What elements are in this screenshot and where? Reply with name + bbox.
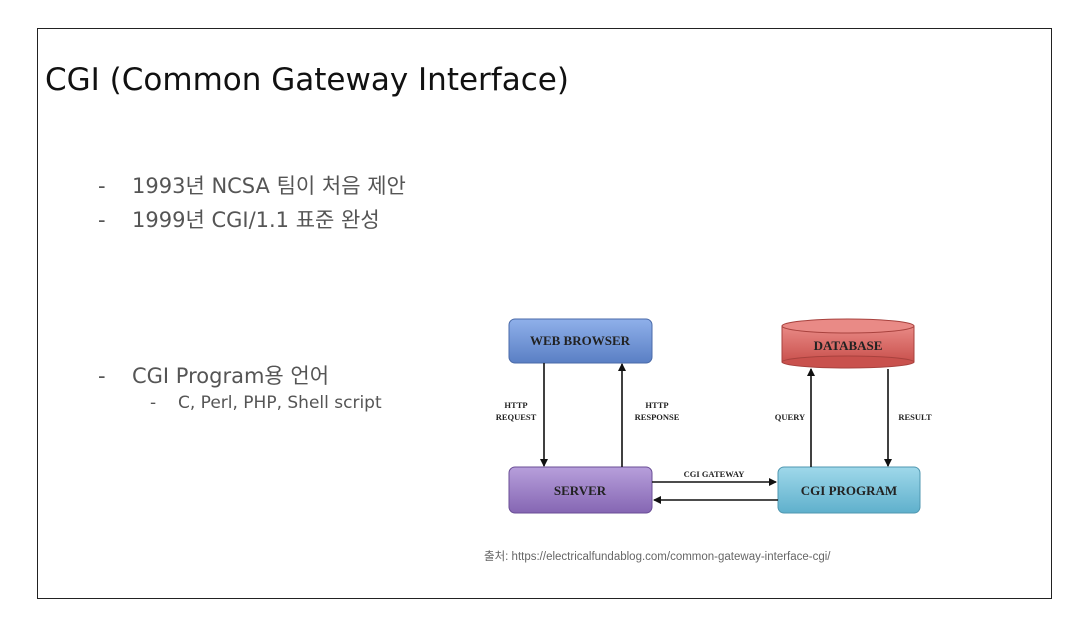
bullet-text: 1999년 CGI/1.1 표준 완성 xyxy=(132,208,380,232)
cgi-gateway-label: CGI GATEWAY xyxy=(684,469,745,479)
bullet-languages: - CGI Program용 언어 xyxy=(98,360,329,390)
http-response-label-line2: RESPONSE xyxy=(635,412,680,422)
bullet-dash: - xyxy=(98,208,106,232)
web-browser-label: WEB BROWSER xyxy=(530,333,631,348)
cgi-program-node: CGI PROGRAM xyxy=(777,466,921,514)
bullet-text: CGI Program용 언어 xyxy=(132,364,330,388)
bullet-dash: - xyxy=(98,364,106,388)
http-request-label-line1: HTTP xyxy=(504,400,527,410)
bullet-1993: - 1993년 NCSA 팀이 처음 제안 xyxy=(98,170,406,200)
source-caption: 출처: https://electricalfundablog.com/comm… xyxy=(484,551,831,563)
http-response-label-line1: HTTP xyxy=(645,400,668,410)
cgi-program-label: CGI PROGRAM xyxy=(801,483,897,498)
sub-bullet-dash: - xyxy=(150,393,157,413)
web-browser-node: WEB BROWSER xyxy=(508,318,653,364)
server-label: SERVER xyxy=(554,483,607,498)
sub-bullet-text: C, Perl, PHP, Shell script xyxy=(178,393,382,413)
result-label: RESULT xyxy=(898,412,932,422)
bullet-text: 1993년 NCSA 팀이 처음 제안 xyxy=(132,174,406,198)
http-request-label-line2: REQUEST xyxy=(496,412,537,422)
cgi-diagram: WEB BROWSER DATABASE SERVER CGI PROGRAM … xyxy=(496,318,932,514)
database-label: DATABASE xyxy=(814,338,883,353)
slide-title: CGI (Common Gateway Interface) xyxy=(45,62,569,98)
server-node: SERVER xyxy=(508,466,653,514)
database-node: DATABASE xyxy=(781,318,915,369)
bullet-1999: - 1999년 CGI/1.1 표준 완성 xyxy=(98,204,380,234)
sub-bullet-languages: - C, Perl, PHP, Shell script xyxy=(150,393,382,413)
query-label: QUERY xyxy=(775,412,805,422)
bullet-dash: - xyxy=(98,174,106,198)
